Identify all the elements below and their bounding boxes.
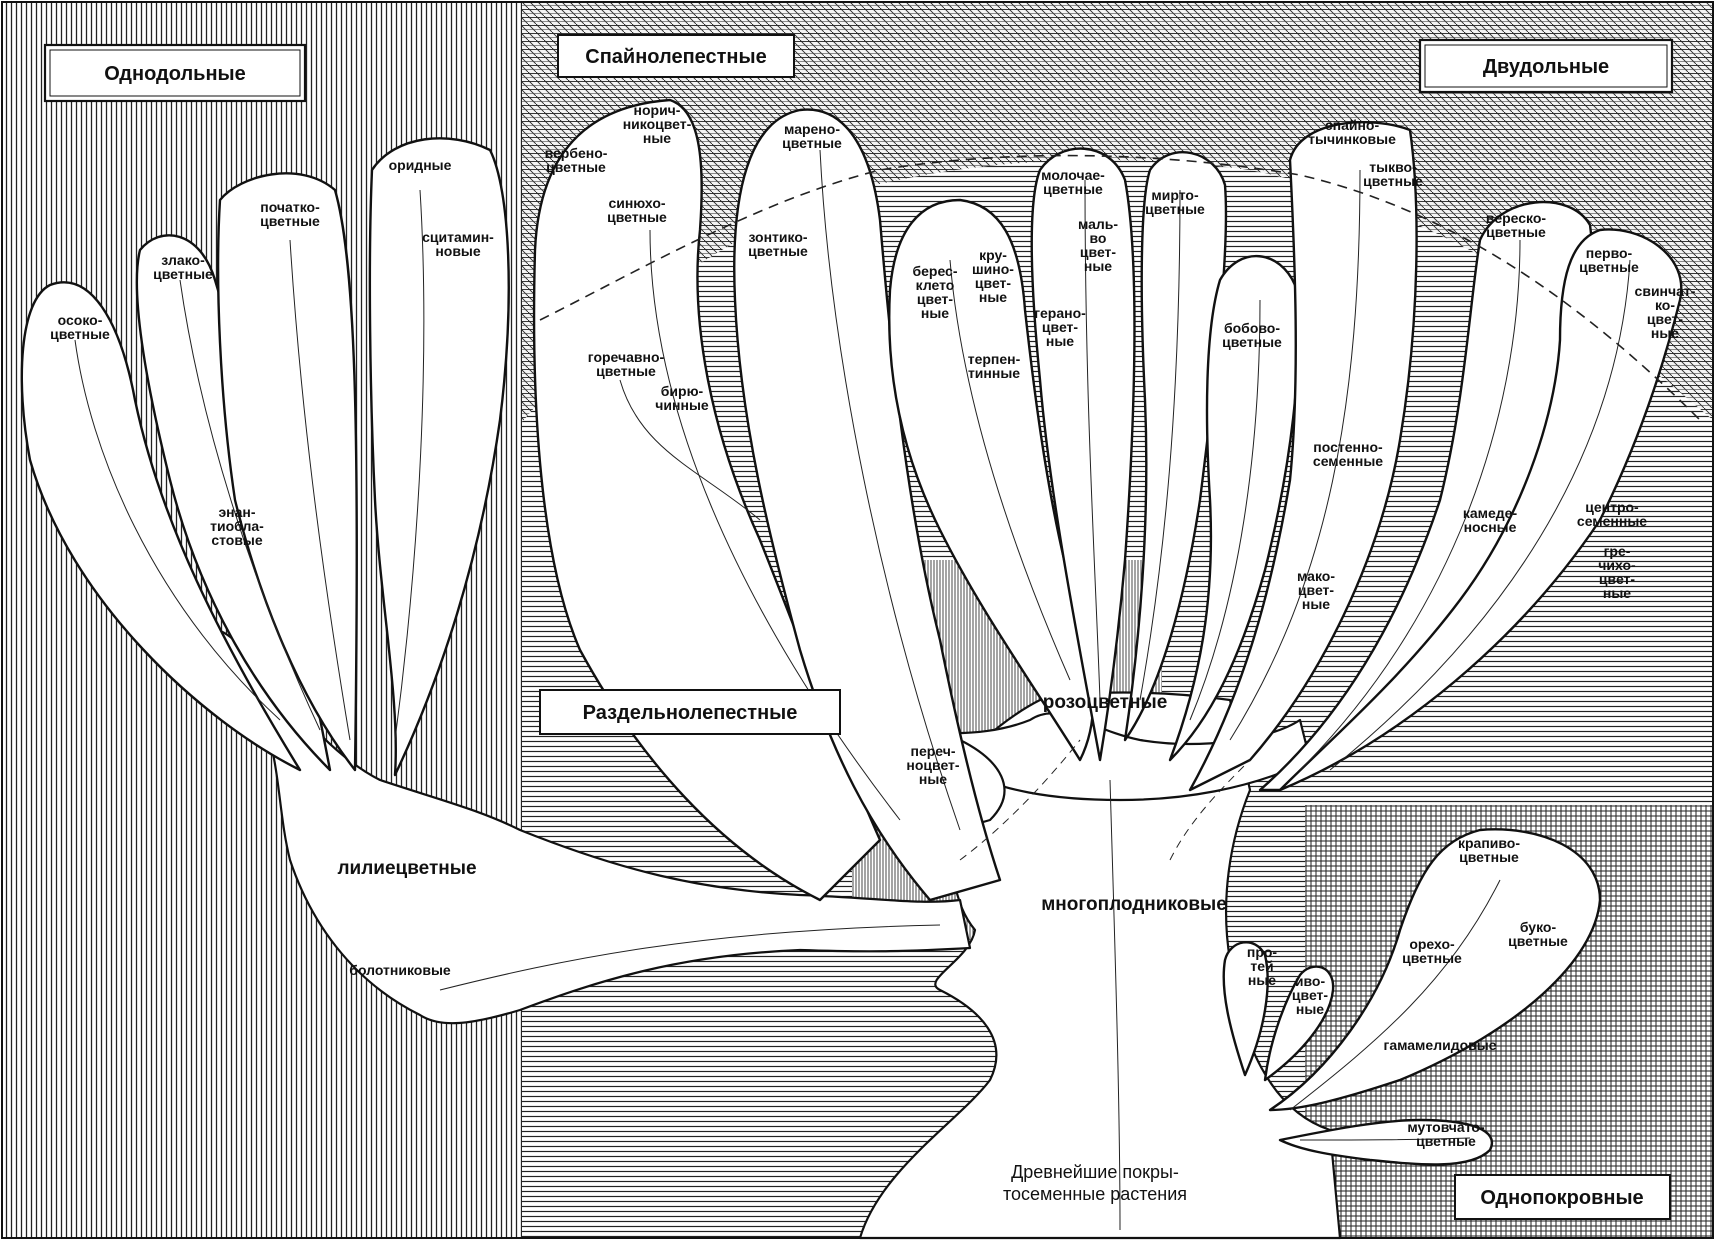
label-monochlamydeae: Однопокровные bbox=[1480, 1187, 1643, 1209]
label-gentianales: горечавно-цветные bbox=[588, 349, 665, 379]
label-verbenales: вербено-цветные bbox=[545, 145, 608, 175]
label-monocots: Однодольные bbox=[104, 63, 245, 85]
label-euphorbiales: молочае-цветные bbox=[1041, 167, 1105, 197]
label-helobiae: болотниковые bbox=[349, 962, 451, 978]
label-fabales: бобово-цветные bbox=[1222, 320, 1282, 350]
label-cucurbitales: тыкво-цветные bbox=[1363, 159, 1423, 189]
label-rosales: розоцветные bbox=[1043, 692, 1168, 713]
box-monochlamydeae: Однопокровные bbox=[1455, 1175, 1670, 1219]
label-polycarpicae: многоплодниковые bbox=[1041, 894, 1227, 915]
label-choripetalae: Раздельнолепестные bbox=[583, 702, 798, 724]
label-myrtales: мирто-цветные bbox=[1145, 187, 1205, 217]
label-urticales: крапиво-цветные bbox=[1458, 835, 1520, 865]
label-casuarinales: мутовчато-цветные bbox=[1407, 1119, 1485, 1149]
label-sapindales: терпен-тинные bbox=[968, 351, 1021, 381]
label-sympetalae: Спайнолепестные bbox=[585, 46, 766, 68]
label-guttiferales: камеде-носные bbox=[1463, 505, 1518, 535]
label-rubiales: марено-цветные bbox=[782, 121, 842, 151]
label-orchidales: оридные bbox=[389, 157, 452, 173]
label-polygonales: гре-чихо-цвет-ные bbox=[1598, 543, 1636, 601]
box-monocots: Однодольные bbox=[45, 45, 305, 101]
label-ericales: вереско-цветные bbox=[1486, 210, 1547, 240]
label-juglandales: орехо-цветные bbox=[1402, 936, 1462, 966]
label-liliiflorae: лилиецветные bbox=[337, 858, 476, 879]
box-dicots: Двудольные bbox=[1420, 40, 1672, 92]
label-arales: початко-цветные bbox=[260, 199, 320, 229]
label-centrospermae: центро-семенные bbox=[1577, 499, 1647, 529]
label-parietales: постенно-семенные bbox=[1313, 439, 1383, 469]
label-umbellales: зонтико-цветные bbox=[748, 229, 808, 259]
label-hamamelidales: гамамелидовые bbox=[1383, 1037, 1496, 1053]
label-salicales: иво-цвет-ные bbox=[1292, 973, 1328, 1017]
label-papaverales: мако-цвет-ные bbox=[1297, 568, 1335, 612]
box-sympetalae: Спайнолепестные bbox=[558, 35, 794, 77]
label-cyperales: осоко-цветные bbox=[50, 312, 110, 342]
label-dicots: Двудольные bbox=[1483, 56, 1609, 78]
box-choripetalae: Раздельнолепестные bbox=[540, 690, 840, 734]
label-ebenales: бирю-чинные bbox=[655, 383, 709, 413]
label-poales: злако-цветные bbox=[153, 252, 213, 282]
label-polemoniales: синюхо-цветные bbox=[607, 195, 667, 225]
label-primulales: перво-цветные bbox=[1579, 245, 1639, 275]
